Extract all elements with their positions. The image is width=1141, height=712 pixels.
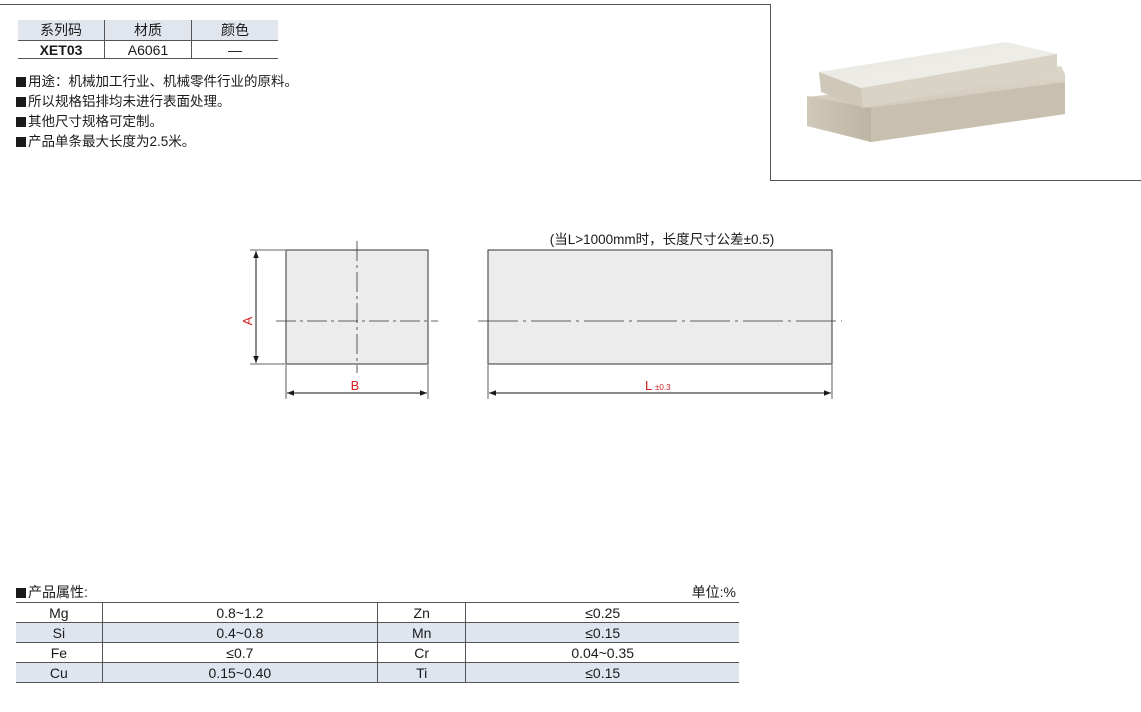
element-value: ≤0.15 [465,622,739,643]
note-text: 所以规格铝排均未进行表面处理。 [28,94,231,109]
note-text: 其他尺寸规格可定制。 [28,114,163,129]
note-custom: 其他尺寸规格可定制。 [16,112,298,132]
note-usage: 用途：机械加工行业、机械零件行业的原料。 [16,72,298,92]
product-photo-frame [770,4,1141,181]
lower-bar-front [871,82,1065,142]
element-name: Fe [16,642,103,663]
top-rule [0,4,1141,5]
spec-header-series: 系列码 [18,20,105,41]
properties-unit: 单位:% [691,584,736,600]
square-bullet-icon [16,97,26,107]
element-name: Cr [376,642,466,663]
note-text: 产品单条最大长度为2.5米。 [28,134,196,149]
spec-header-material: 材质 [104,20,192,41]
dim-a-label: A [240,316,255,325]
spec-material: A6061 [104,40,192,59]
dim-b-label: B [351,378,360,393]
element-name: Ti [376,662,466,683]
properties-title-text: 产品属性: [28,584,88,600]
note-max-length: 产品单条最大长度为2.5米。 [16,132,298,152]
element-name: Mg [16,602,103,623]
length-view-rect [487,249,833,365]
element-name: Si [16,622,103,643]
dim-l-tolerance: ±0.3 [655,383,671,392]
element-name: Cu [16,662,103,683]
element-value: ≤0.7 [101,642,378,663]
spec-color: — [191,40,278,59]
table-row: Si 0.4~0.8 Mn ≤0.15 [16,622,739,643]
note-text: 用途：机械加工行业、机械零件行业的原料。 [28,74,298,89]
element-value: 0.4~0.8 [101,622,378,643]
element-value: 0.04~0.35 [465,642,739,663]
upper-bar-end [819,72,863,108]
properties-table: Mg 0.8~1.2 Zn ≤0.25 Si 0.4~0.8 Mn ≤0.15 … [16,602,739,683]
upper-bar-top [819,42,1057,88]
product-notes: 用途：机械加工行业、机械零件行业的原料。 所以规格铝排均未进行表面处理。 其他尺… [16,72,298,152]
element-name: Mn [376,622,466,643]
table-row: Cu 0.15~0.40 Ti ≤0.15 [16,662,739,683]
element-value: ≤0.15 [465,662,739,683]
element-value: 0.15~0.40 [101,662,378,683]
spec-series-code: XET03 [18,40,105,59]
tolerance-note: (当L>1000mm时，长度尺寸公差±0.5) [550,232,775,247]
properties-title: 产品属性: [16,582,88,602]
square-bullet-icon [16,77,26,87]
lower-bar-end [807,96,871,142]
aluminum-bar-photo [807,42,1065,142]
element-name: Zn [376,602,466,623]
square-bullet-icon [16,137,26,147]
square-bullet-icon [16,117,26,127]
note-surface: 所以规格铝排均未进行表面处理。 [16,92,298,112]
dim-l-label: L [645,378,652,393]
square-bullet-icon [16,588,26,598]
table-row: Mg 0.8~1.2 Zn ≤0.25 [16,602,739,623]
element-value: ≤0.25 [465,602,739,623]
upper-bar-front [861,54,1057,108]
element-value: 0.8~1.2 [101,602,378,623]
table-row: Fe ≤0.7 Cr 0.04~0.35 [16,642,739,663]
spec-value-row: XET03 A6061 — [18,40,278,59]
spec-table: 系列码 材质 颜色 XET03 A6061 — [18,20,278,59]
